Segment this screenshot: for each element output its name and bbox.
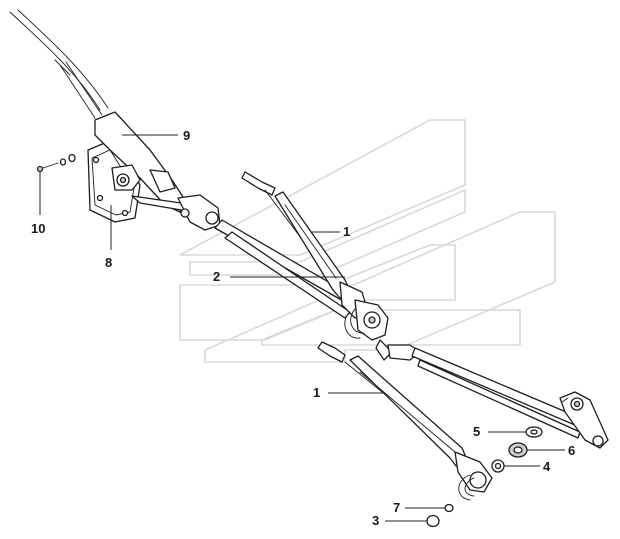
- main-linkage-rod: [131, 194, 357, 319]
- washer-7: [444, 503, 454, 513]
- callout-3: 3: [372, 513, 379, 528]
- wiper-motor: [59, 61, 186, 213]
- leader-lines: [39, 134, 565, 522]
- lower-wiper-arm: [317, 341, 493, 501]
- windshield-edge: [9, 9, 109, 111]
- nut-3: [426, 514, 440, 528]
- callout-6: 6: [568, 443, 575, 458]
- callout-7: 7: [393, 500, 400, 515]
- cross-linkage-rod: [387, 344, 586, 439]
- left-pivot: [344, 299, 393, 361]
- callout-5: 5: [473, 424, 480, 439]
- callout-9: 9: [183, 128, 190, 143]
- callout-10: 10: [31, 221, 45, 236]
- callout-labels: 9 10 8 1 2 1 5 6 4 7 3: [31, 128, 575, 528]
- fasteners: [426, 426, 543, 528]
- callout-1-upper: 1: [343, 224, 350, 239]
- callout-8: 8: [105, 255, 112, 270]
- right-pivot: [559, 391, 609, 449]
- callout-4: 4: [543, 459, 551, 474]
- bolt-and-washers: [36, 153, 76, 173]
- callout-2: 2: [213, 269, 220, 284]
- callout-1-lower: 1: [313, 385, 320, 400]
